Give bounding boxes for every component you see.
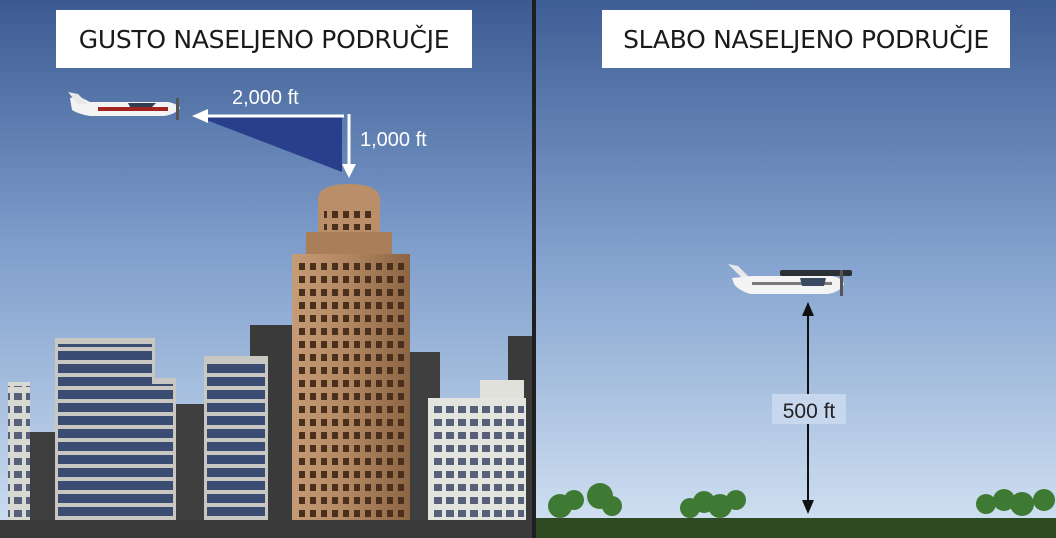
left-panel: 2,000 ft 1,000 ft xyxy=(0,0,532,538)
window-bands xyxy=(207,362,265,520)
vertical-arrow-head xyxy=(342,164,356,178)
panel-divider xyxy=(532,0,536,538)
window-bands xyxy=(58,344,152,520)
bushes xyxy=(548,483,1055,518)
tower-upper xyxy=(306,232,392,254)
title-dense-area: GUSTO NASELJENO PODRUČJE xyxy=(56,10,472,68)
window-bands xyxy=(143,384,173,520)
left-ground xyxy=(0,520,532,538)
label-backdrop xyxy=(772,394,846,424)
window-grid xyxy=(432,402,524,520)
airplane-icon xyxy=(728,264,852,296)
right-sky xyxy=(536,0,1056,538)
label-500ft: 500 ft xyxy=(783,400,836,423)
airplane-icon xyxy=(68,92,180,120)
tower-windows xyxy=(324,206,374,230)
altitude-arrow-bottom xyxy=(802,500,814,514)
clearance-triangle xyxy=(196,116,342,172)
tower-windows xyxy=(298,262,404,518)
label-1000ft: 1,000 ft xyxy=(360,129,427,151)
title-sparse-area: SLABO NASELJENO PODRUČJE xyxy=(602,10,1010,68)
window-grid xyxy=(8,386,30,522)
right-panel: 500 ft xyxy=(536,0,1056,538)
dark-building xyxy=(28,432,60,524)
right-ground xyxy=(536,518,1056,538)
label-2000ft: 2,000 ft xyxy=(232,87,299,109)
altitude-arrow-top xyxy=(802,302,814,316)
horizontal-arrow-head xyxy=(192,109,208,123)
white-building xyxy=(480,380,524,400)
